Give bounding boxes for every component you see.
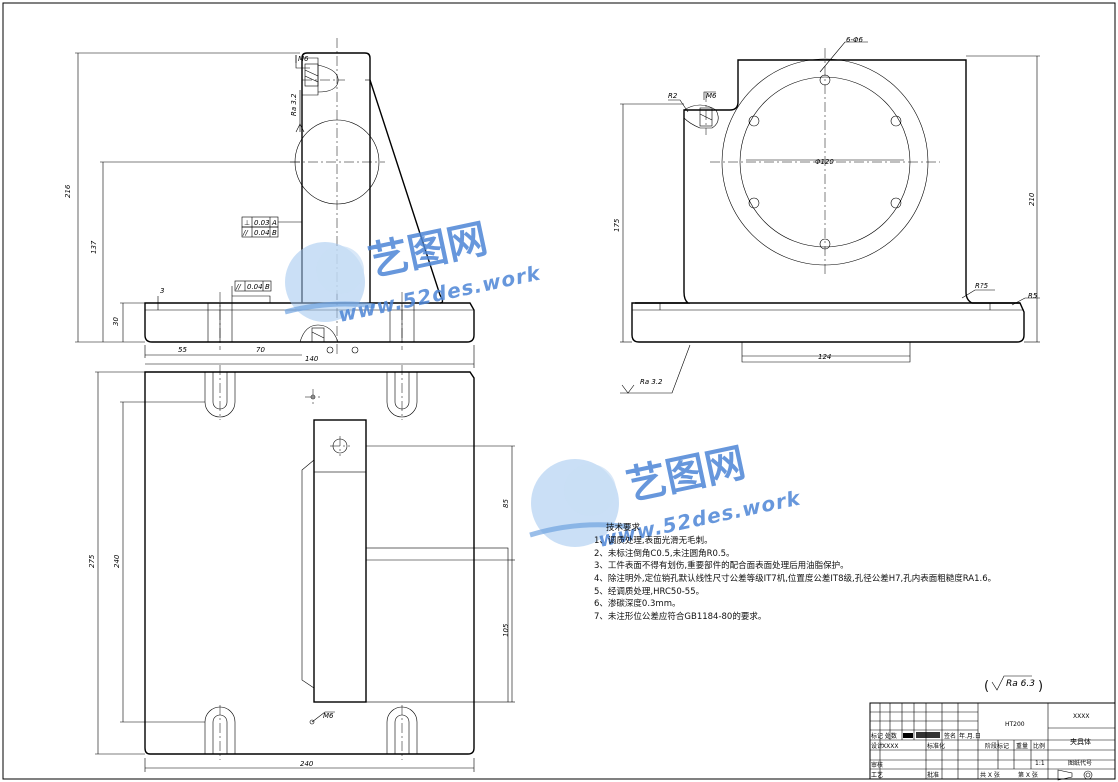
dim-105: 105	[502, 623, 510, 637]
tol-perp-value: 0.03	[254, 219, 270, 227]
fillet-r2: R2	[668, 92, 678, 100]
thread-m6-top: M6	[323, 712, 334, 720]
tol-para2-value: 0.04	[247, 283, 263, 291]
fillet-r3: R?5	[975, 282, 989, 290]
front-view	[75, 38, 475, 368]
dim-55: 55	[178, 346, 187, 354]
dim-216: 216	[64, 184, 72, 198]
tb-design: 设计	[871, 742, 883, 750]
watermark-1: 艺图网 www.52des.work	[284, 216, 544, 327]
dim-137: 137	[90, 240, 98, 254]
top-view-dims: 275 240 85 105 240 M6	[88, 499, 510, 768]
tb-name: 夹具体	[1070, 737, 1091, 746]
tb-date: 年.月.日	[959, 732, 981, 740]
dim-85: 85	[502, 499, 510, 508]
side-view-dims: 6-Φ6 Φ120 175 210 R2 M6 R?5 R5 124 Ra 3.…	[613, 36, 1038, 386]
technical-requirements: 技术要求 1、调质处理,表面光滑无毛刺。 2、未标注倒角C0.5,未注圆角R0.…	[594, 522, 996, 622]
tb-process: 工艺	[871, 771, 883, 779]
note-7: 7、未注形位公差应符合GB1184-80的要求。	[594, 611, 766, 622]
note-4: 4、除注明外,定位销孔默认线性尺寸公差等级IT7机,位置度公差IT8级,孔径公差…	[594, 573, 996, 584]
bore-dia120: Φ120	[815, 158, 834, 166]
tb-stage: 阶段标记	[985, 742, 1009, 750]
tb-standard: 标准化	[927, 742, 945, 750]
dim-240-horiz: 240	[300, 760, 314, 768]
title-block: HT200 XXXX 夹具体 标记 处数 签名 年.月.日 设计 XXXX 标准…	[869, 702, 1116, 781]
dim-30: 30	[112, 317, 120, 326]
holes-6-dia6: 6-Φ6	[846, 36, 863, 44]
tb-approve: 批准	[927, 771, 939, 779]
tb-code: XXXX	[1073, 713, 1089, 720]
notes-title: 技术要求	[606, 522, 641, 533]
tb-check: 审核	[871, 761, 883, 769]
tb-weight: 重量	[1016, 742, 1028, 750]
note-2: 2、未标注倒角C0.5,未注圆角R0.5。	[594, 548, 735, 559]
tb-design-name: XXXX	[882, 743, 898, 750]
dim-124: 124	[818, 353, 831, 361]
dim-210: 210	[1028, 192, 1036, 206]
side-view	[620, 41, 1040, 394]
tol-perp-datum: A	[271, 219, 277, 227]
tol-para2-datum: B	[265, 283, 270, 291]
tb-material: HT200	[1005, 721, 1025, 728]
tb-drawing-no: 图纸代号	[1068, 759, 1092, 767]
dim-140: 140	[305, 355, 319, 363]
tol-para2-symbol: //	[235, 283, 241, 291]
roughness-general: Ra 6.3	[1006, 679, 1035, 689]
tb-scale: 1:1	[1035, 760, 1045, 767]
dim-275: 275	[88, 554, 96, 568]
roughness-front: Ra 3.2	[290, 93, 298, 116]
dim-3: 3	[160, 287, 164, 295]
dim-175-side: 175	[613, 218, 621, 232]
note-5: 5、经调质处理,HRC50-55。	[594, 586, 704, 597]
tb-scale-label: 比例	[1033, 742, 1045, 750]
note-6: 6、渗碳深度0.3mm。	[594, 598, 681, 609]
tol-perp-symbol: ⊥	[244, 219, 250, 227]
dim-70: 70	[256, 346, 265, 354]
dim-240-vert: 240	[113, 554, 121, 568]
svg-text:): )	[1038, 679, 1043, 694]
roughness-side: Ra 3.2	[640, 378, 663, 386]
front-view-dims: 216 137 30 3 55 70 140 M6 Ra 3.2 ⊥ 0.03 …	[64, 55, 319, 363]
thread-m6-front: M6	[298, 55, 309, 63]
general-roughness: ( Ra 6.3 )	[984, 675, 1043, 694]
fillet-r5: R5	[1028, 292, 1038, 300]
tol-para1-value: 0.04	[254, 229, 270, 237]
tol-para1-datum: B	[272, 229, 277, 237]
note-1: 1、调质处理,表面光滑无毛刺。	[594, 535, 713, 546]
note-3: 3、工件表面不得有划伤,重要部件的配合面表面处理后用油脂保护。	[594, 560, 849, 571]
tb-marks: 标记 处数	[871, 732, 897, 740]
tb-sheet: 第 X 张	[1018, 771, 1038, 779]
tb-sign: 签名	[944, 732, 956, 740]
top-view	[95, 365, 515, 772]
tb-sheets: 共 X 张	[980, 771, 1000, 779]
thread-m6-side: M6	[706, 92, 717, 100]
svg-text:(: (	[984, 679, 989, 694]
tol-para1-symbol: //	[242, 229, 248, 237]
